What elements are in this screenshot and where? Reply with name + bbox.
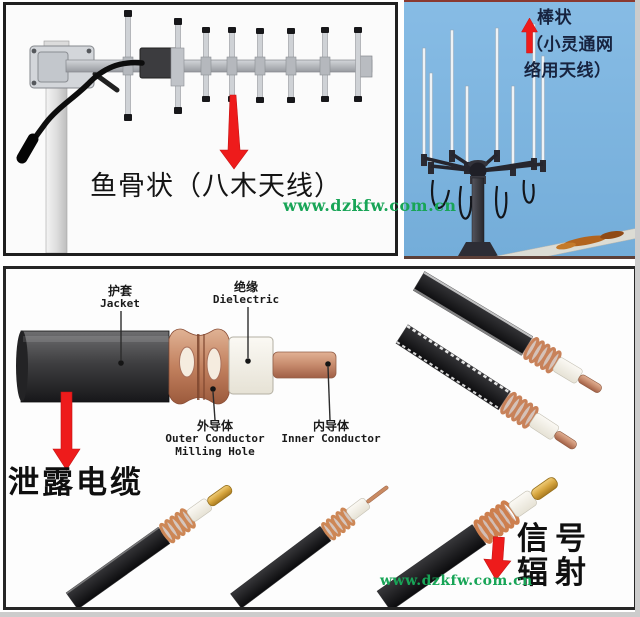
yagi-caption: 鱼骨状（八木天线） [90, 171, 342, 201]
yagi-panel [3, 2, 398, 256]
inner-conductor-label: 内导体 Inner Conductor [281, 420, 380, 446]
mounting-bracket [29, 45, 120, 93]
down-arrow-icon [219, 94, 249, 170]
callout-dots [118, 358, 331, 392]
rod-panel-bottom-border [404, 256, 638, 259]
dielectric-section [228, 336, 274, 395]
rod-panel [404, 0, 638, 256]
up-arrow-icon [521, 17, 538, 54]
leaky-cable-label: 泄露电缆 [8, 465, 144, 500]
milling-hole [179, 346, 195, 378]
callout-lines [120, 307, 331, 421]
cable-connector [16, 133, 39, 164]
cable-photo-4 [230, 485, 389, 607]
rod-caption-line3: 络用天线） [524, 61, 612, 80]
outer-conductor-label: 外导体 Outer Conductor Milling Hole [165, 420, 264, 458]
dielectric-label-en: Dielectric [212, 293, 280, 306]
cable-photo-2 [395, 324, 577, 450]
antenna-elements [122, 10, 362, 121]
milling-hole [206, 347, 222, 381]
watermark-bottom: www.dzkfw.com.cn [380, 573, 533, 589]
rod-caption-line2: （小灵通网 [526, 35, 614, 54]
rusty-bar [495, 227, 638, 256]
dielectric-label: 绝缘 Dielectric [213, 281, 279, 307]
jacket-label: 护套 Jacket [100, 285, 140, 311]
jacket-label-en: Jacket [100, 297, 140, 310]
mast [471, 177, 485, 247]
cable-cutaway-diagram [16, 328, 337, 405]
signal-radiation-line2: 辐射 [517, 555, 593, 590]
inner-conductor-label-cn: 内导体 [312, 419, 349, 433]
inner-conductor-section [272, 351, 337, 379]
yagi-antenna-illustration [16, 10, 373, 253]
image-edge-bottom [0, 612, 640, 617]
feed-loops [430, 179, 535, 220]
mast-base [458, 242, 498, 256]
cable-photo-3 [65, 485, 233, 607]
down-arrow-icon [52, 391, 81, 471]
signal-radiation-line1: 信号 [517, 521, 593, 556]
cable-photo-1 [412, 271, 602, 393]
outer-conductor-label-cn: 外导体 [196, 419, 233, 433]
rod-caption-line1: 棒状 [537, 8, 572, 27]
signal-radiation-label: 信号 辐射 [517, 522, 593, 590]
jacket-label-cn: 护套 [107, 284, 132, 298]
dielectric-label-cn: 绝缘 [233, 280, 259, 294]
leaky-cable-illustration [16, 271, 602, 607]
leaky-cable-panel [3, 266, 637, 610]
rod-antenna-illustration [421, 17, 638, 256]
down-arrow-icon [483, 536, 512, 581]
inner-conductor-label-en: Inner Conductor [281, 432, 381, 445]
cable-photo-5 [376, 477, 558, 607]
outer-conductor-label-en1: Outer Conductor [165, 432, 265, 445]
outer-conductor-label-en2: Milling Hole [175, 444, 255, 458]
feeder-cable [30, 59, 145, 144]
image-edge-right [635, 0, 640, 617]
watermark-top: www.dzkfw.com.cn [283, 196, 457, 215]
rod-panel-top-border [404, 0, 638, 2]
